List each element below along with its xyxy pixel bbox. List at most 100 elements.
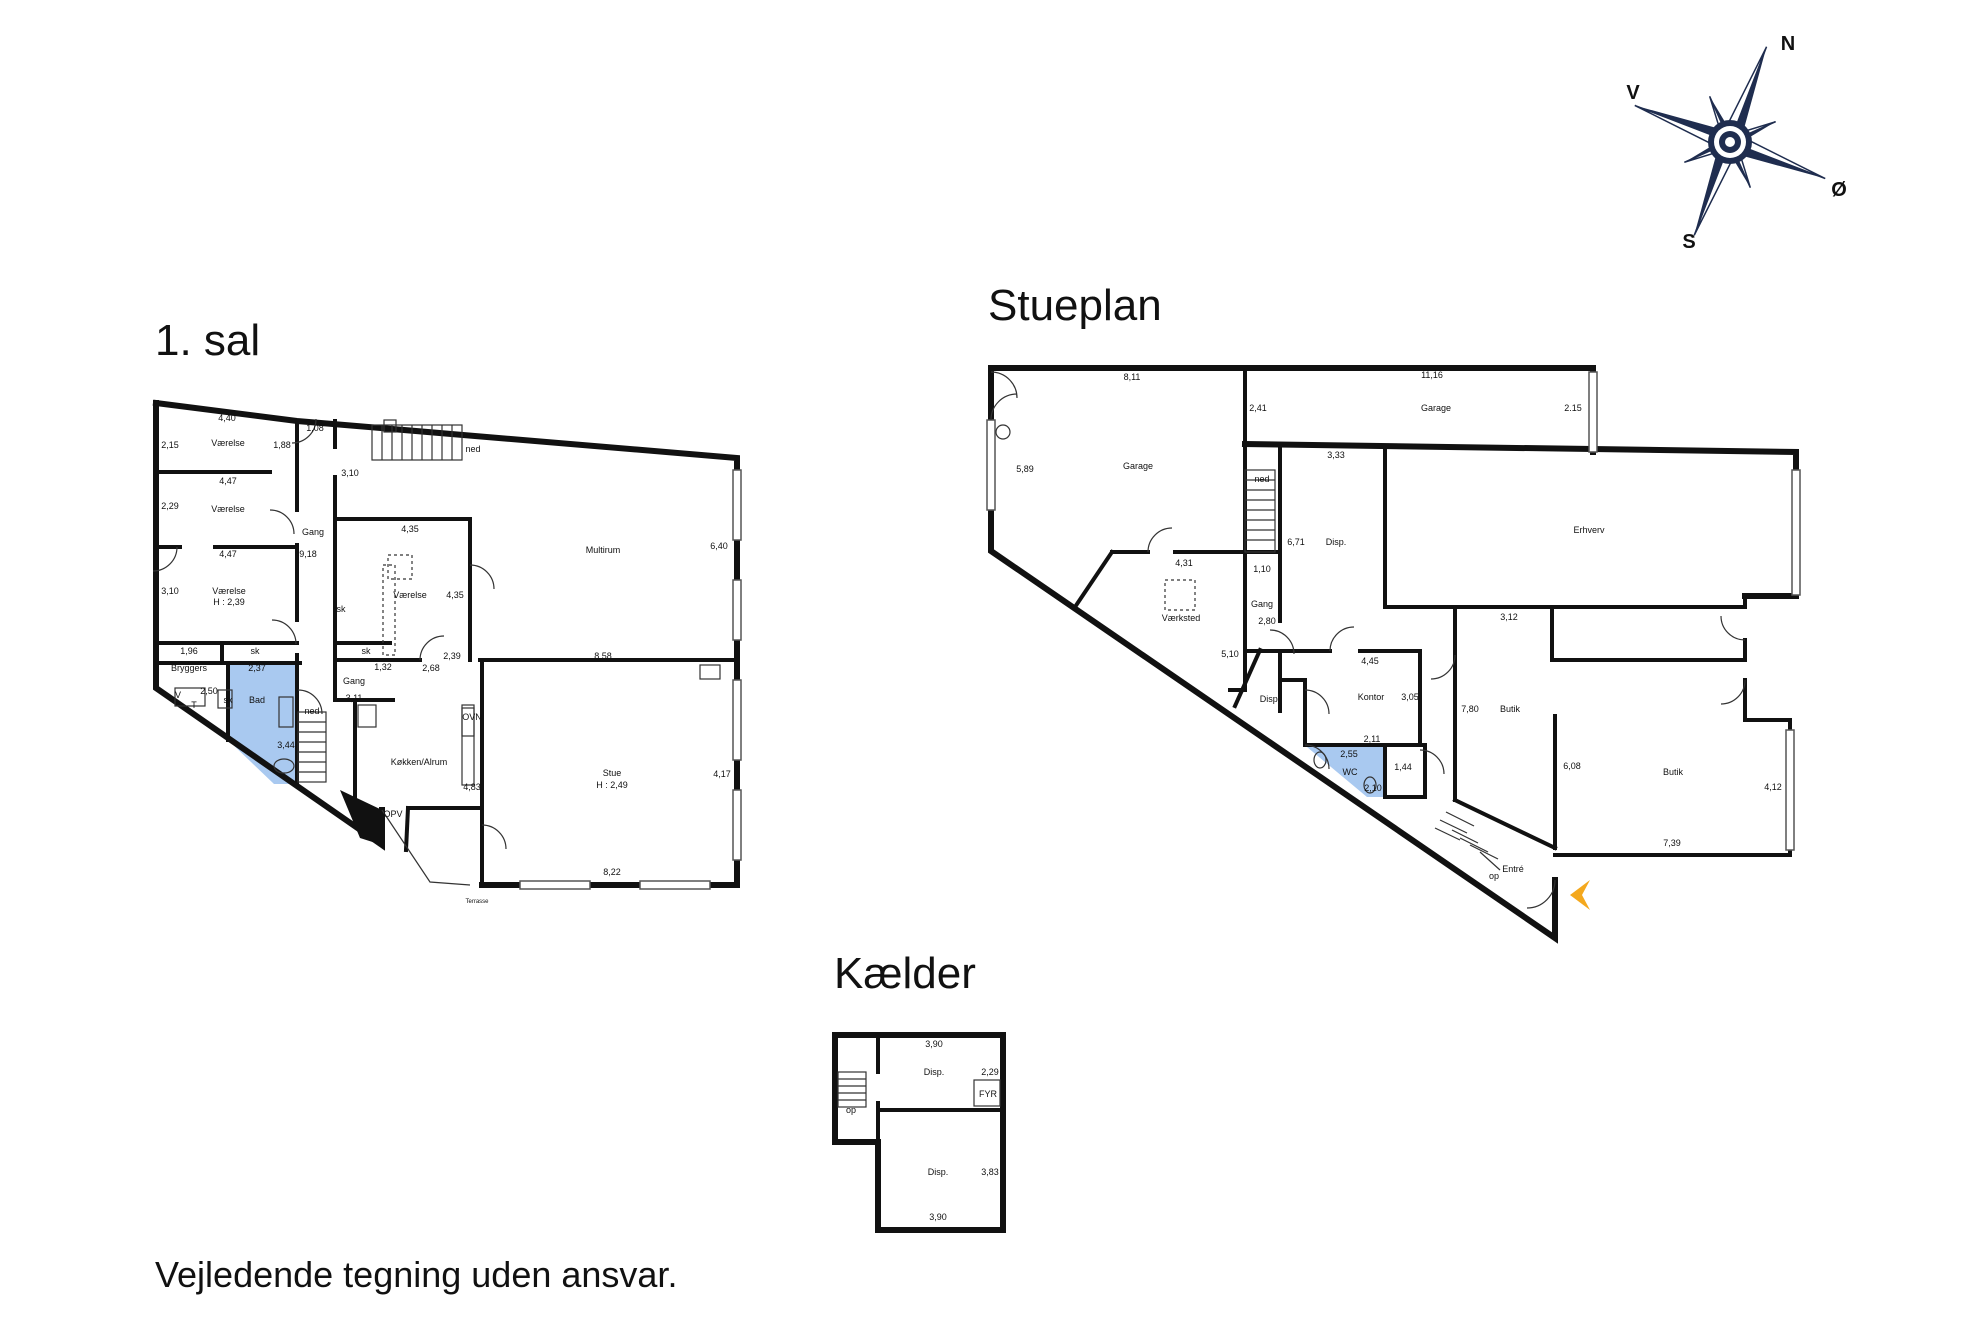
compass-rose: N V Ø S [1626, 33, 1846, 253]
svg-text:Gang: Gang [302, 527, 324, 537]
svg-text:Butik: Butik [1663, 767, 1684, 777]
svg-text:Entré: Entré [1502, 864, 1524, 874]
ground-floor-labels: 8,11 11,16 2,41 Garage 2.15 5,89 Garage … [1016, 370, 1782, 881]
svg-text:sk: sk [224, 695, 234, 705]
svg-text:5,89: 5,89 [1016, 464, 1034, 474]
svg-text:Disp.: Disp. [924, 1067, 945, 1077]
ground-floor-fixtures [990, 371, 1746, 909]
svg-text:6,08: 6,08 [1563, 761, 1581, 771]
basement-outer-wall [832, 1032, 1006, 1233]
svg-text:OPV: OPV [383, 809, 402, 819]
svg-text:1,96: 1,96 [180, 646, 198, 656]
svg-text:T: T [191, 700, 197, 710]
svg-text:WC: WC [1343, 767, 1358, 777]
svg-text:3,83: 3,83 [981, 1167, 999, 1177]
ground-floor-outer-wall [988, 365, 1596, 455]
compass-north-label: N [1781, 33, 1795, 55]
ground-floor-interior-walls [1072, 366, 1792, 857]
svg-text:3,10: 3,10 [341, 468, 359, 478]
svg-text:3,33: 3,33 [1327, 450, 1345, 460]
svg-text:2,68: 2,68 [422, 663, 440, 673]
basement-stairs [837, 1071, 1001, 1108]
svg-text:2,50: 2,50 [200, 686, 218, 696]
svg-text:2,37: 2,37 [248, 663, 266, 673]
svg-text:FYR: FYR [979, 1089, 998, 1099]
svg-text:2,10: 2,10 [1364, 783, 1382, 793]
svg-text:op: op [846, 1105, 856, 1115]
svg-text:Værelse: Værelse [393, 590, 427, 600]
svg-text:7,39: 7,39 [1663, 838, 1681, 848]
svg-text:sk: sk [337, 604, 347, 614]
compass-star-icon [1634, 46, 1826, 236]
svg-text:H : 2,39: H : 2,39 [213, 597, 245, 607]
bathroom-fill [228, 663, 296, 784]
svg-text:8,11: 8,11 [1124, 372, 1141, 382]
svg-text:ned: ned [1254, 474, 1269, 484]
first-floor-plan: 4,40 2,15 Værelse 1,88 4,47 2,29 Værelse… [152, 399, 742, 905]
svg-text:1,88: 1,88 [273, 440, 291, 450]
first-floor-title: 1. sal [155, 316, 260, 365]
svg-text:3,10: 3,10 [161, 586, 179, 596]
svg-text:2,39: 2,39 [443, 651, 461, 661]
svg-text:4,17: 4,17 [713, 769, 731, 779]
svg-text:Kontor: Kontor [1358, 692, 1385, 702]
svg-text:4,45: 4,45 [1361, 656, 1379, 666]
svg-text:4,31: 4,31 [1175, 558, 1193, 568]
svg-text:5,10: 5,10 [1221, 649, 1239, 659]
svg-text:Køkken/Alrum: Køkken/Alrum [391, 757, 448, 767]
basement-plan: 3,90 Disp. 2,29 FYR op Disp. 3,83 3,90 [832, 1032, 1006, 1233]
svg-text:8,22: 8,22 [603, 867, 621, 877]
svg-text:Bad: Bad [249, 695, 265, 705]
svg-text:sk: sk [251, 646, 261, 656]
svg-text:3,44: 3,44 [277, 740, 295, 750]
svg-text:Terrasse: Terrasse [465, 899, 489, 905]
svg-text:OVN: OVN [462, 712, 482, 722]
svg-text:Garage: Garage [1123, 461, 1153, 471]
svg-text:Disp.: Disp. [1326, 537, 1347, 547]
svg-text:op: op [1489, 871, 1499, 881]
svg-text:7,80: 7,80 [1461, 704, 1479, 714]
ground-floor-plan: 8,11 11,16 2,41 Garage 2.15 5,89 Garage … [986, 365, 1801, 944]
svg-text:ned: ned [465, 444, 480, 454]
svg-text:3,05: 3,05 [1401, 692, 1419, 702]
svg-text:3,11: 3,11 [346, 693, 363, 703]
first-floor-stair-wall [340, 790, 382, 845]
compass-east-label: Ø [1831, 179, 1847, 201]
svg-text:Multirum: Multirum [586, 545, 621, 555]
ground-floor-title: Stueplan [988, 281, 1162, 330]
svg-text:2,11: 2,11 [1364, 734, 1381, 744]
svg-text:4,47: 4,47 [219, 476, 237, 486]
svg-text:Disp.: Disp. [1260, 694, 1281, 704]
svg-text:4,40: 4,40 [218, 413, 236, 423]
svg-text:2,29: 2,29 [981, 1067, 999, 1077]
svg-text:Værelse: Værelse [212, 586, 246, 596]
svg-text:4,12: 4,12 [1764, 782, 1782, 792]
svg-text:Stue: Stue [603, 768, 622, 778]
svg-text:Erhverv: Erhverv [1573, 525, 1605, 535]
basement-labels: 3,90 Disp. 2,29 FYR op Disp. 3,83 3,90 [846, 1039, 999, 1222]
svg-text:4,35: 4,35 [446, 590, 464, 600]
compass-south-label: S [1682, 231, 1695, 253]
svg-text:Gang: Gang [1251, 599, 1273, 609]
svg-text:6,40: 6,40 [710, 541, 728, 551]
svg-text:Bryggers: Bryggers [171, 663, 208, 673]
disclaimer-text: Vejledende tegning uden ansvar. [155, 1254, 677, 1295]
svg-text:2,29: 2,29 [161, 501, 179, 511]
svg-text:11,16: 11,16 [1421, 370, 1443, 380]
svg-text:Værelse: Værelse [211, 504, 245, 514]
svg-text:Disp.: Disp. [928, 1167, 949, 1177]
svg-text:H : 2,49: H : 2,49 [596, 780, 628, 790]
svg-text:9,18: 9,18 [299, 549, 317, 559]
svg-text:8,58: 8,58 [594, 651, 612, 661]
ground-floor-windows [986, 371, 1801, 851]
svg-text:1,44: 1,44 [1394, 762, 1412, 772]
ground-floor-east-wall [1241, 440, 1799, 599]
svg-text:3,90: 3,90 [929, 1212, 947, 1222]
svg-text:1,08: 1,08 [306, 423, 324, 433]
svg-text:Værksted: Værksted [1162, 613, 1201, 623]
svg-text:1,32: 1,32 [374, 662, 392, 672]
svg-text:4,35: 4,35 [401, 524, 419, 534]
svg-text:1,10: 1,10 [1253, 564, 1271, 574]
first-floor-interior-walls [154, 419, 739, 887]
